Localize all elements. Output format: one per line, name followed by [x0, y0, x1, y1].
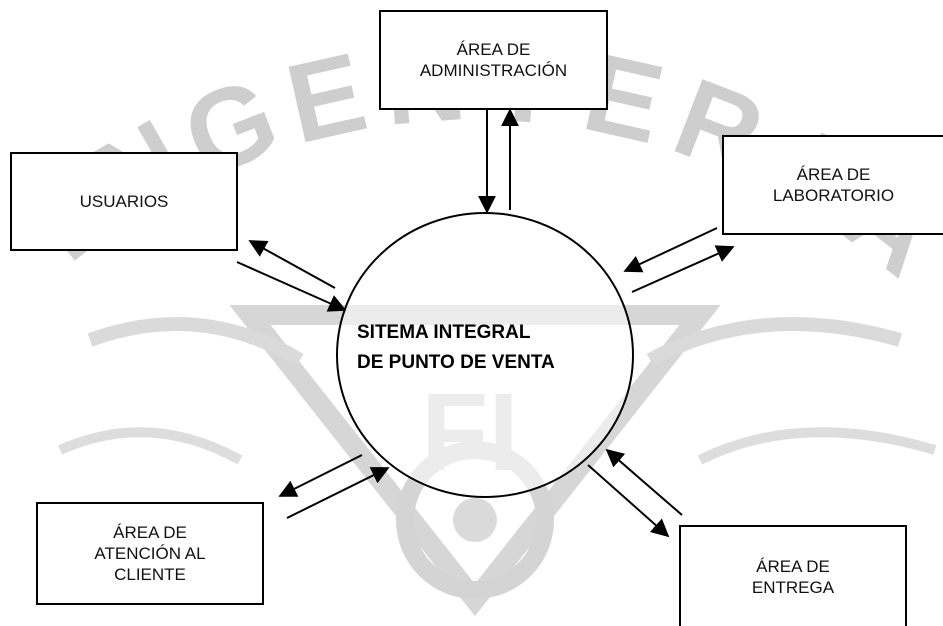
arrow-lab-to-system	[623, 227, 718, 273]
box-area-administracion-label: ÁREA DE ADMINISTRACIÓN	[419, 40, 568, 80]
box-area-atencion-cliente: ÁREA DE ATENCIÓN AL CLIENTE	[36, 502, 264, 605]
arrow-atencion-to-system	[286, 467, 390, 519]
arrow-system-to-atencion	[278, 454, 363, 497]
watermark-gear-hub	[453, 498, 497, 542]
arrow-system-to-lab	[631, 245, 735, 293]
system-title: SITEMA INTEGRAL DE PUNTO DE VENTA	[357, 322, 555, 373]
watermark-wreath-right	[646, 317, 902, 367]
watermark-wreath-right-2	[697, 427, 937, 465]
watermark-letter: E	[276, 29, 376, 167]
watermark-wreath-left	[87, 317, 304, 367]
box-area-entrega-label: ÁREA DE ENTREGA	[751, 556, 835, 597]
box-area-laboratorio-label: ÁREA DE LABORATORIO	[772, 165, 895, 205]
arrows	[236, 108, 735, 538]
box-area-entrega: ÁREA DE ENTREGA	[679, 525, 907, 626]
box-usuarios-label: USUARIOS	[79, 192, 169, 211]
box-area-laboratorio: ÁREA DE LABORATORIO	[722, 135, 943, 235]
watermark-wreath-left-2	[57, 427, 243, 465]
arrow-usuarios-to-system	[236, 261, 347, 312]
box-usuarios: USUARIOS	[10, 152, 238, 251]
arrow-entrega-to-system	[605, 448, 683, 516]
box-area-administracion: ÁREA DE ADMINISTRACIÓN	[379, 10, 608, 110]
box-area-atencion-cliente-label: ÁREA DE ATENCIÓN AL CLIENTE	[94, 523, 206, 584]
arrow-system-to-usuarios	[248, 240, 336, 289]
system-circle	[336, 212, 634, 498]
arrow-system-to-entrega	[587, 464, 670, 538]
